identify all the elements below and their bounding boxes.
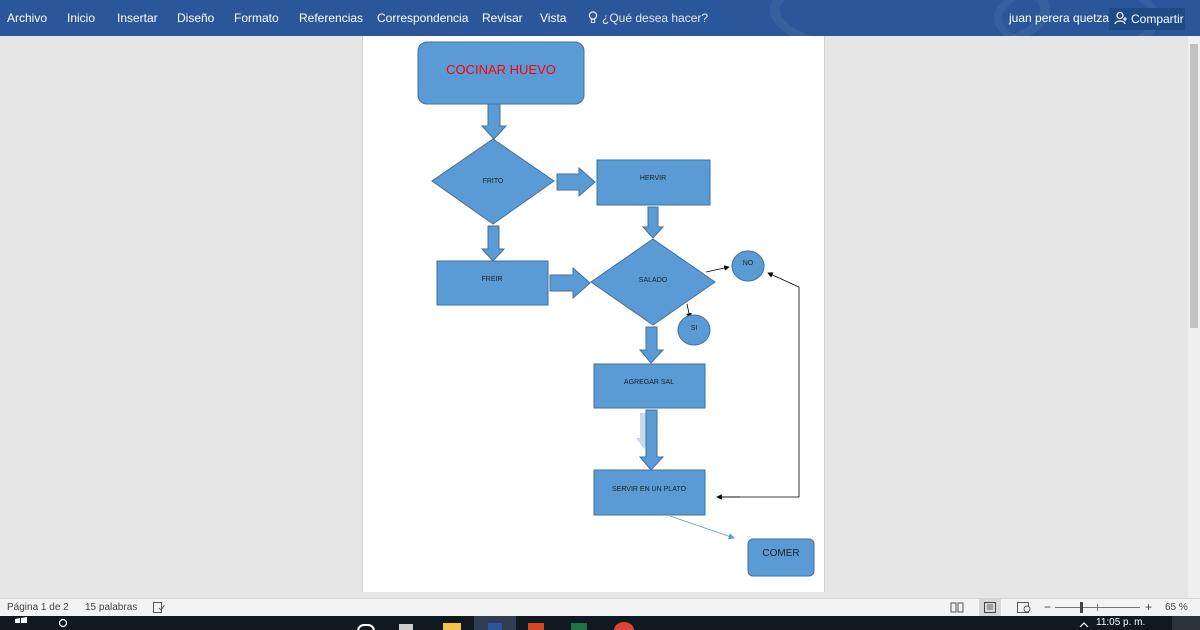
taskbar-app-word[interactable] — [474, 616, 516, 630]
tab-correspondencia[interactable]: Correspondencia — [377, 11, 469, 25]
hervir-label: HERVIR — [640, 175, 666, 182]
agregar-sal-label: AGREGAR SAL — [624, 379, 674, 386]
freir-box — [436, 260, 549, 306]
word-icon — [488, 623, 502, 630]
agregar-sal-box — [593, 363, 706, 409]
arrow-frito-to-hervir — [556, 166, 596, 198]
arrow-title-to-frito — [480, 103, 508, 140]
lightbulb-icon — [588, 11, 598, 23]
taskbar-app-excel[interactable] — [571, 623, 587, 630]
salado-label: SALADO — [639, 277, 668, 284]
taskbar-clock[interactable]: 11:05 p. m. — [1096, 617, 1146, 628]
zoom-out-button[interactable]: − — [1044, 600, 1052, 614]
ribbon-bar: Archivo Inicio Insertar Diseño Formato R… — [0, 0, 1200, 36]
search-icon[interactable] — [56, 616, 70, 630]
scrollbar-thumb[interactable] — [1190, 44, 1198, 328]
user-name[interactable]: juan perera quetzaL — [1009, 11, 1116, 25]
title-box — [417, 41, 585, 105]
arrow-hervir-to-salado — [641, 206, 665, 239]
salado-decision — [590, 238, 716, 326]
title-text: COCINAR HUEVO — [446, 62, 556, 77]
connector-servir-to-comer — [669, 515, 735, 540]
hervir-box — [596, 159, 711, 206]
proofing-icon[interactable] — [153, 602, 165, 613]
taskbar-app-chrome[interactable] — [614, 622, 634, 630]
tab-archivo[interactable]: Archivo — [7, 11, 48, 25]
arrow-freir-to-salado — [549, 266, 591, 300]
connector-loop-to-no — [767, 272, 800, 288]
print-layout-icon — [984, 602, 996, 613]
frito-decision — [431, 138, 555, 225]
connector-salado-to-no — [705, 265, 730, 273]
frito-label: FRITO — [483, 178, 504, 185]
servir-label: SERVIR EN UN PLATO — [612, 486, 686, 493]
tab-diseno[interactable]: Diseño — [177, 11, 215, 25]
tab-vista[interactable]: Vista — [540, 11, 567, 25]
share-button[interactable]: Compartir — [1109, 8, 1185, 30]
tab-inicio[interactable]: Inicio — [67, 11, 96, 25]
comer-box — [747, 538, 815, 577]
tell-me-search[interactable]: ¿Qué desea hacer? — [588, 11, 708, 25]
word-count[interactable]: 15 palabras — [85, 602, 138, 613]
windows-start-icon[interactable] — [14, 616, 28, 630]
notification-center[interactable] — [1172, 616, 1200, 630]
print-layout-selected[interactable] — [979, 599, 1001, 616]
arrow-frito-to-freir — [480, 225, 506, 262]
comer-label: COMER — [762, 548, 799, 559]
connector-loop-vertical — [718, 287, 800, 498]
no-label: NO — [743, 260, 754, 267]
tab-insertar[interactable]: Insertar — [117, 11, 158, 25]
zoom-in-button[interactable]: + — [1145, 600, 1153, 614]
share-label: Compartir — [1131, 12, 1184, 26]
chevron-up-icon[interactable] — [1078, 616, 1090, 630]
no-circle — [731, 250, 765, 282]
taskbar-app-powerpoint[interactable] — [528, 623, 544, 630]
si-circle — [677, 314, 711, 346]
taskbar-app-store[interactable] — [399, 624, 413, 630]
tell-me-text: ¿Qué desea hacer? — [602, 11, 709, 25]
person-add-icon — [1114, 11, 1127, 25]
windows-taskbar: 11:05 p. m. — [0, 616, 1200, 630]
vertical-scrollbar[interactable] — [1188, 36, 1200, 598]
read-mode-icon[interactable] — [950, 602, 964, 613]
taskbar-app-explorer[interactable] — [443, 623, 461, 630]
servir-box — [593, 469, 706, 516]
arrow-agregar-to-servir — [638, 409, 665, 471]
zoom-slider-thumb[interactable] — [1080, 602, 1083, 613]
si-label: SI — [691, 325, 698, 332]
tab-referencias[interactable]: Referencias — [299, 11, 364, 25]
zoom-slider-center-tick — [1097, 604, 1098, 611]
web-layout-icon[interactable] — [1017, 602, 1031, 613]
taskbar-app-edge[interactable] — [357, 624, 375, 630]
freir-label: FREIR — [482, 276, 503, 283]
arrow-salado-to-agregar — [638, 326, 665, 364]
tab-formato[interactable]: Formato — [234, 11, 279, 25]
page-count[interactable]: Página 1 de 2 — [7, 602, 69, 613]
status-bar: Página 1 de 2 15 palabras − + 65 % — [0, 598, 1200, 617]
zoom-level[interactable]: 65 % — [1165, 602, 1188, 613]
tab-revisar[interactable]: Revisar — [482, 11, 523, 25]
